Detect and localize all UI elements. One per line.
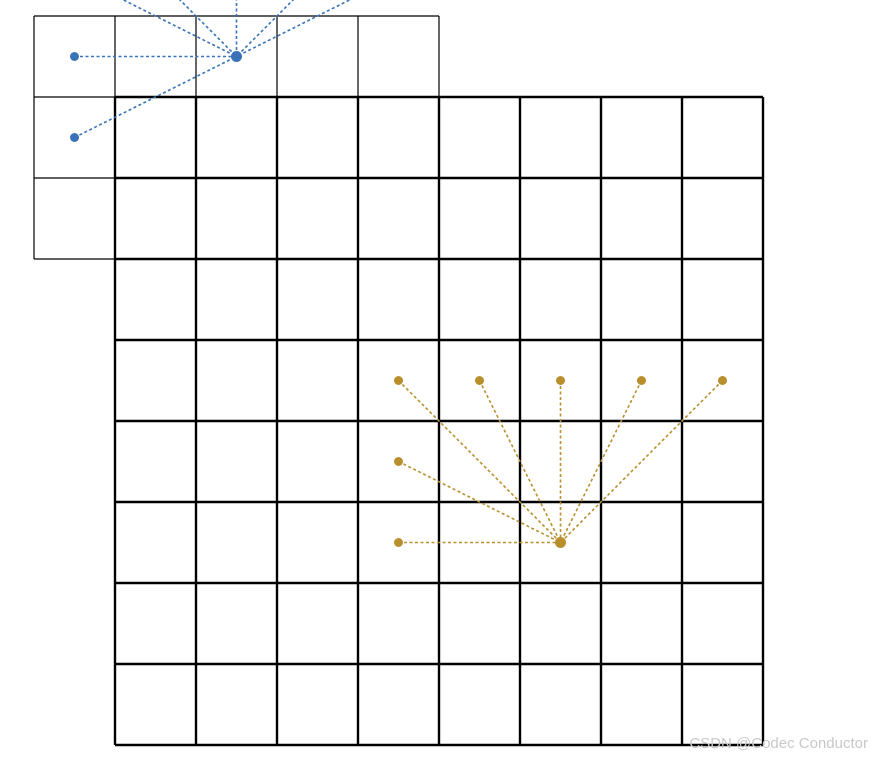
fan-gold-connector: [478, 380, 562, 543]
fan-blue-connector: [74, 55, 237, 139]
fan-gold-neighbor-dot: [718, 376, 727, 385]
watermark: CSDN @Codec Conductor: [689, 735, 868, 752]
fan-gold-connector: [559, 380, 643, 543]
fan-gold-neighbor-dot: [556, 376, 565, 385]
fan-gold-neighbor-dot: [475, 376, 484, 385]
fan-gold: [394, 376, 727, 548]
fan-gold-neighbor-dot: [394, 457, 403, 466]
fan-blue-center-dot: [231, 51, 242, 62]
fan-blue-connector: [236, 0, 352, 58]
fan-blue-neighbor-dot: [70, 52, 79, 61]
fan-gold-neighbor-dot: [637, 376, 646, 385]
fan-blue: [70, 0, 352, 142]
fan-blue-connector: [235, 0, 295, 58]
fan-blue-connector: [121, 0, 237, 58]
fan-gold-connector: [559, 379, 724, 544]
fan-blue-connector: [178, 0, 238, 58]
fan-gold-connector: [397, 379, 562, 544]
fan-gold-neighbor-dot: [394, 376, 403, 385]
fan-gold-neighbor-dot: [394, 538, 403, 547]
fan-gold-center-dot: [555, 537, 566, 548]
fan-gold-connector: [398, 460, 561, 544]
fan-blue-neighbor-dot: [70, 133, 79, 142]
neighbor-fans: [70, 0, 727, 548]
